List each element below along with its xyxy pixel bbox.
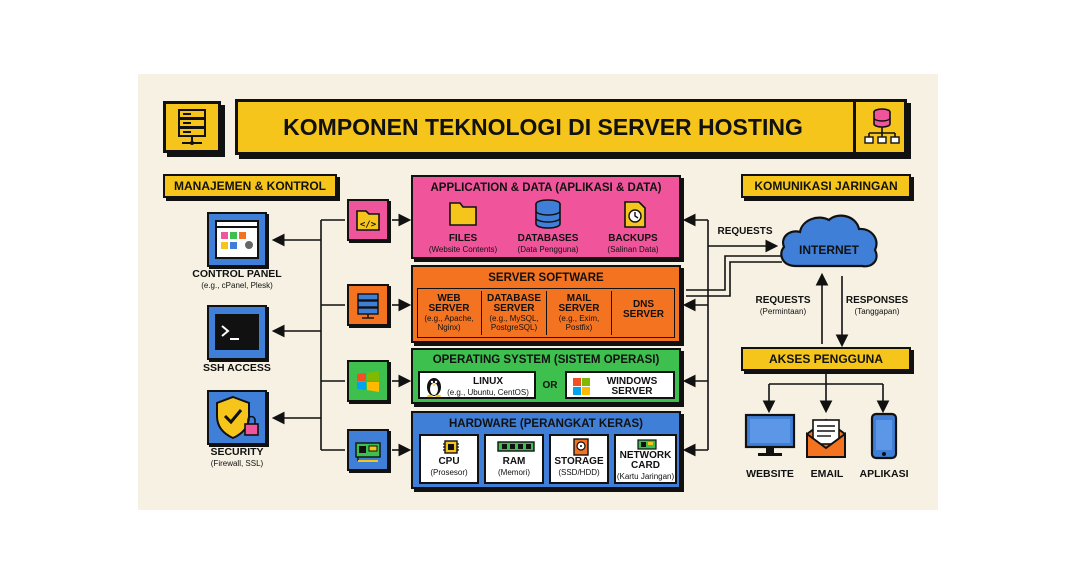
linux-sub: (e.g., Ubuntu, CentOS): [447, 388, 529, 397]
internet-label: INTERNET: [799, 243, 859, 257]
storage-cell: STORAGE (SSD/HDD): [549, 434, 609, 484]
cpu-cell: CPU (Prosesor): [419, 434, 479, 484]
akses-pengguna-label: AKSES PENGGUNA: [741, 347, 911, 371]
layer-server-title: SERVER SOFTWARE: [488, 272, 604, 284]
databases-label: DATABASES: [517, 233, 579, 244]
windows-server-cell: WINDOWS SERVER: [565, 371, 675, 399]
control-panel-sub: (e.g., cPanel, Plesk): [201, 281, 273, 290]
ram-cell: RAM (Memori): [484, 434, 544, 484]
backups-label: BACKUPS: [608, 233, 658, 244]
responses-sub: (Tanggapan): [854, 307, 900, 316]
layer-application-title: APPLICATION & DATA (APLIKASI & DATA): [430, 182, 662, 194]
cpu-icon: [441, 438, 461, 456]
control-panel-label: CONTROL PANEL: [192, 268, 282, 280]
control-panel-icon: [207, 212, 267, 267]
or-label: OR: [542, 380, 558, 391]
backup-icon: [617, 199, 653, 229]
responses-label: RESPONSES: [845, 295, 909, 306]
ram-sub: (Memori): [498, 468, 530, 477]
requests-sub: (Permintaan): [759, 307, 807, 316]
database-icon: [529, 198, 567, 230]
layer-hardware-title: HARDWARE (PERANGKAT KERAS): [448, 418, 643, 430]
server-icon: [347, 284, 389, 326]
network-label: NETWORK: [619, 450, 672, 461]
files-sub: (Website Contents): [428, 245, 498, 254]
nic-icon: [636, 438, 658, 452]
cpu-sub: (Prosesor): [430, 468, 468, 477]
card-label: CARD: [631, 460, 660, 471]
internet-cloud-icon: [774, 210, 884, 274]
database-network-icon: [853, 101, 905, 153]
windows-icon: [572, 377, 592, 397]
ram-icon: [496, 440, 536, 454]
linux-label: LINUX: [473, 376, 503, 387]
storage-sub: (SSD/HDD): [558, 468, 600, 477]
backups-sub: (Salinan Data): [607, 245, 659, 254]
layer-application-data: APPLICATION & DATA (APLIKASI & DATA) FIL…: [411, 175, 681, 259]
email-label: EMAIL: [810, 468, 844, 480]
server-software-grid: [417, 288, 675, 338]
layer-os-title: OPERATING SYSTEM (SISTEM OPERASI): [432, 354, 660, 366]
website-monitor-icon: [743, 412, 797, 460]
security-label: SECURITY: [210, 446, 264, 458]
cpu-label: CPU: [438, 456, 460, 467]
requests-top-label: REQUESTS: [717, 226, 773, 237]
dns-server-cell: DNS SERVER: [623, 299, 664, 320]
server-rack-icon: [163, 101, 221, 153]
databases-sub: (Data Pengguna): [517, 245, 579, 254]
security-sub: (Firewall, SSL): [210, 459, 264, 468]
section-header-manajemen: MANAJEMEN & KONTROL: [163, 174, 337, 198]
layer-server-software: SERVER SOFTWARE WEB SERVER (e.g., Apache…: [411, 265, 681, 343]
email-envelope-icon: [804, 414, 848, 460]
website-label: WEBSITE: [746, 468, 794, 480]
ssh-access-label: SSH ACCESS: [203, 362, 271, 374]
windows-label: WINDOWS: [606, 376, 658, 387]
linux-cell: LINUX (e.g., Ubuntu, CentOS): [418, 371, 536, 399]
network-card-icon: [347, 429, 389, 471]
database-server-cell: DATABASE SERVER (e.g., MySQL, PostgreSQL…: [486, 293, 542, 333]
layer-operating-system: OPERATING SYSTEM (SISTEM OPERASI) LINUX …: [411, 348, 681, 404]
linux-penguin-icon: [424, 375, 444, 398]
web-server-cell: WEB SERVER (e.g., Apache, Nginx): [424, 293, 474, 333]
requests-label: REQUESTS: [755, 295, 811, 306]
files-label: FILES: [448, 233, 478, 244]
page-title: KOMPONEN TEKNOLOGI DI SERVER HOSTING: [235, 99, 907, 155]
storage-label: STORAGE: [554, 456, 604, 467]
folder-icon: [441, 199, 485, 227]
network-card-sub: (Kartu Jaringan): [616, 472, 675, 481]
svg-text:</>: </>: [360, 220, 377, 230]
storage-icon: [571, 438, 591, 456]
network-card-cell: NETWORK CARD (Kartu Jaringan): [614, 434, 677, 484]
mobile-app-icon: [868, 412, 900, 462]
ram-label: RAM: [502, 456, 526, 467]
mail-server-cell: MAIL SERVER (e.g., Exim, Postfix): [558, 293, 600, 333]
section-header-komunikasi: KOMUNIKASI JARINGAN: [741, 174, 911, 198]
terminal-icon: [207, 305, 267, 360]
windows-server-label: SERVER: [611, 386, 653, 397]
layer-hardware: HARDWARE (PERANGKAT KERAS) CPU (Prosesor…: [411, 411, 681, 489]
aplikasi-label: APLIKASI: [859, 468, 909, 480]
windows-logo-icon: [347, 360, 389, 402]
code-file-icon: </>: [347, 199, 389, 241]
security-shield-icon: [207, 390, 267, 445]
